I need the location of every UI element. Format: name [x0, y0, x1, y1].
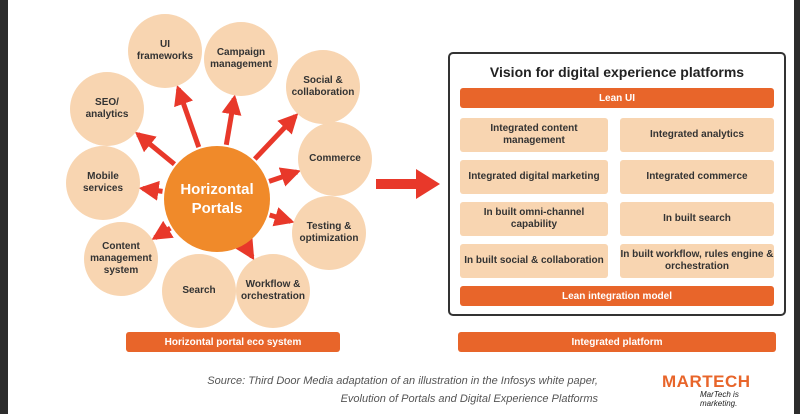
satellite-line: orchestration: [241, 291, 305, 302]
satellite-testing-optimization: Testing &optimization: [292, 196, 366, 270]
satellite-social-collaboration: Social &collaboration: [286, 50, 360, 124]
platform-cell: In built social & collaboration: [460, 244, 608, 278]
connector-arrow: [151, 220, 174, 240]
satellite-line: management: [90, 253, 152, 264]
connector-arrow: [235, 237, 255, 261]
source-note: Source: Third Door Media adaptation of a…: [178, 372, 598, 408]
satellite-line: Social &: [303, 75, 343, 86]
platform-cell: In built search: [620, 202, 774, 236]
satellite-line: optimization: [299, 233, 359, 244]
satellite-line: Mobile: [87, 171, 119, 182]
martech-logo: MARTECH MarTech is marketing.: [662, 372, 770, 408]
hub-line: Horizontal: [180, 181, 254, 198]
lean-ui-bar: Lean UI: [460, 88, 774, 108]
platform-cell: In built omni-channel capability: [460, 202, 608, 236]
satellite-line: Campaign: [216, 47, 266, 58]
satellite-line: system: [103, 265, 139, 276]
ecosystem-caption: Horizontal portal eco system: [126, 332, 340, 352]
satellite-line: SEO/: [95, 97, 119, 108]
connector-arrow: [174, 84, 202, 148]
satellite-line: frameworks: [136, 51, 194, 62]
hub-horizontal-portals: Horizontal Portals: [164, 146, 270, 252]
satellite-line: Search: [182, 285, 216, 296]
platform-cell: Integrated digital marketing: [460, 160, 608, 194]
satellite-seo-analytics: SEO/analytics: [70, 72, 144, 146]
platform-cell: Integrated commerce: [620, 160, 774, 194]
satellite-line: UI: [159, 39, 170, 50]
left-edge: [0, 0, 8, 414]
lean-integration-bar: Lean integration model: [460, 286, 774, 306]
satellite-commerce: Commerce: [298, 122, 372, 196]
source-line: Source: Third Door Media adaptation of a…: [207, 375, 598, 387]
hub-line: Portals: [191, 200, 243, 217]
satellite-line: services: [82, 183, 124, 194]
platform-cell: Integrated content management: [460, 118, 608, 152]
platform-panel: Vision for digital experience platforms …: [448, 52, 786, 316]
satellite-workflow-orchestration: Workflow &orchestration: [236, 254, 310, 328]
platform-caption: Integrated platform: [458, 332, 776, 352]
connector-arrow: [252, 113, 299, 161]
right-edge: [794, 0, 800, 414]
satellite-search: Search: [162, 254, 236, 328]
satellite-line: Workflow &: [245, 279, 301, 290]
platform-title: Vision for digital experience platforms: [489, 64, 745, 80]
satellite-line: Content: [102, 241, 140, 252]
satellite-line: Commerce: [309, 153, 361, 164]
platform-cell: Integrated analytics: [620, 118, 774, 152]
satellite-line: analytics: [85, 109, 129, 120]
connector-arrow: [134, 131, 177, 167]
connector-arrow: [221, 94, 242, 146]
satellite-line: collaboration: [291, 87, 355, 98]
logo-wordmark: MARTECH: [662, 372, 751, 391]
platform-cell: In built workflow, rules engine & orches…: [620, 244, 774, 278]
satellite-line: management: [210, 59, 272, 70]
transition-arrow-icon: [376, 169, 440, 199]
satellite-line: Testing &: [306, 221, 352, 232]
source-line: Evolution of Portals and Digital Experie…: [340, 393, 598, 405]
connector-arrow: [268, 167, 301, 187]
connector-arrow: [138, 180, 163, 201]
connector-arrow: [268, 207, 295, 227]
logo-tagline: MarTech is marketing.: [700, 390, 739, 408]
